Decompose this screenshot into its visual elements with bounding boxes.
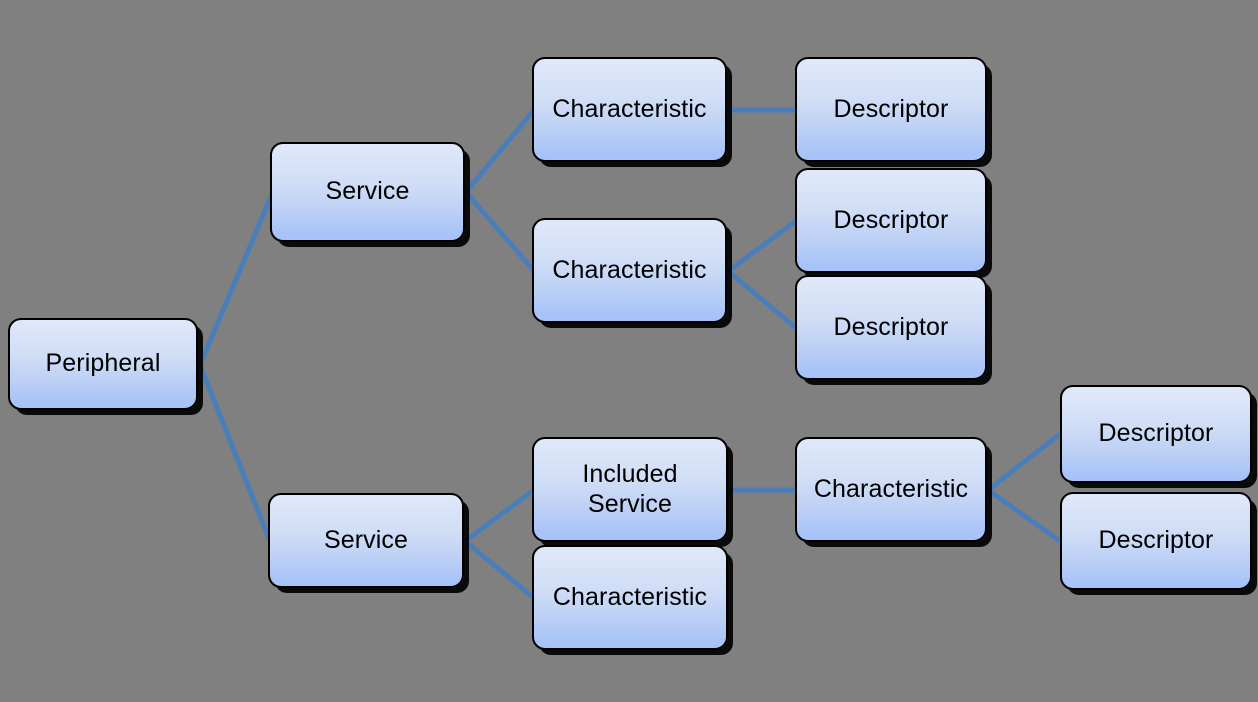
- node-included-service[interactable]: Included Service: [532, 437, 728, 542]
- node-label-char-bottom-left: Characteristic: [552, 582, 708, 611]
- node-label-included-service: Included Service: [582, 460, 678, 518]
- node-label-service-bottom: Service: [323, 525, 409, 554]
- node-desc-4[interactable]: Descriptor: [1060, 385, 1252, 483]
- node-label-desc-2: Descriptor: [833, 205, 949, 234]
- node-desc-1[interactable]: Descriptor: [795, 57, 987, 162]
- node-label-char-mid: Characteristic: [552, 255, 707, 284]
- node-label-desc-3: Descriptor: [833, 312, 949, 341]
- node-service-bottom[interactable]: Service: [268, 493, 464, 588]
- node-desc-2[interactable]: Descriptor: [795, 168, 987, 273]
- node-label-service-top: Service: [325, 177, 410, 206]
- node-label-char-bottom-mid: Characteristic: [813, 474, 969, 503]
- node-label-char-top: Characteristic: [552, 94, 707, 123]
- node-label-desc-1: Descriptor: [833, 94, 949, 123]
- node-char-bottom-mid[interactable]: Characteristic: [795, 437, 987, 542]
- node-desc-5[interactable]: Descriptor: [1060, 492, 1252, 590]
- node-label-peripheral: Peripheral: [45, 349, 161, 378]
- node-label-desc-4: Descriptor: [1098, 419, 1214, 448]
- node-label-desc-5: Descriptor: [1098, 526, 1214, 555]
- node-char-top[interactable]: Characteristic: [532, 57, 727, 162]
- node-service-top[interactable]: Service: [270, 142, 465, 242]
- node-peripheral[interactable]: Peripheral: [8, 318, 198, 410]
- node-char-bottom-left[interactable]: Characteristic: [532, 545, 728, 650]
- node-char-mid[interactable]: Characteristic: [532, 218, 727, 323]
- node-desc-3[interactable]: Descriptor: [795, 275, 987, 380]
